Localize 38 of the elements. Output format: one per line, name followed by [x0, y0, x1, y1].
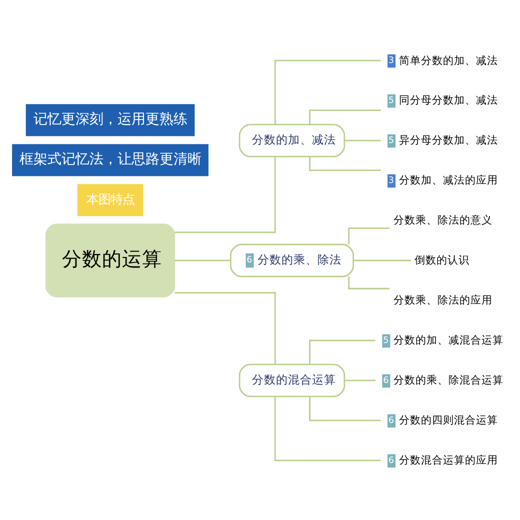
node-box: 分数的加、减法	[238, 123, 346, 157]
node-box: 6	[388, 414, 396, 428]
node-box: 6	[382, 374, 390, 388]
node-box: 5	[388, 94, 396, 108]
node-text: 倒数的认识	[414, 252, 470, 266]
node-box: 6	[388, 454, 396, 468]
node-text: 分数乘、除法的应用	[393, 292, 492, 306]
connector	[174, 156, 276, 233]
connector	[353, 259, 412, 261]
node-label: 同分母分数加、减法	[399, 93, 498, 106]
node-box: 分数的运算	[45, 223, 176, 297]
label: 框架式记忆法，让思路更清晰	[19, 150, 202, 167]
connector	[344, 139, 381, 141]
connector	[348, 276, 390, 289]
connector	[309, 396, 381, 421]
node-label: 分数的加、减混合运算	[394, 333, 504, 346]
node-text: 分数乘、除法的意义	[393, 212, 492, 226]
connector	[174, 292, 276, 364]
label: 本图特点	[86, 190, 134, 206]
node-box: 5	[382, 334, 390, 348]
connector	[344, 379, 376, 381]
node-label: 分数的四则混合运算	[399, 413, 498, 426]
node-label: 分数的乘、除混合运算	[394, 373, 504, 386]
node-box: 分数的混合运算	[238, 363, 346, 397]
node-label: 异分母分数加、减法	[399, 133, 498, 146]
label: 记忆更深刻，运用更熟练	[33, 110, 188, 127]
connector	[174, 259, 231, 261]
node-box: 3	[388, 54, 396, 68]
connector	[274, 59, 381, 124]
connector	[309, 339, 376, 364]
node-label: 分数加、减法的应用	[399, 173, 498, 186]
node-box: 6 分数的乘、除法	[230, 243, 354, 277]
node-label: 分数混合运算的应用	[399, 453, 498, 466]
connector	[348, 227, 390, 244]
node-label: 简单分数的加、减法	[399, 53, 498, 66]
connector	[274, 396, 381, 461]
node-box: 3	[388, 174, 396, 188]
node-box: 5	[388, 134, 396, 148]
